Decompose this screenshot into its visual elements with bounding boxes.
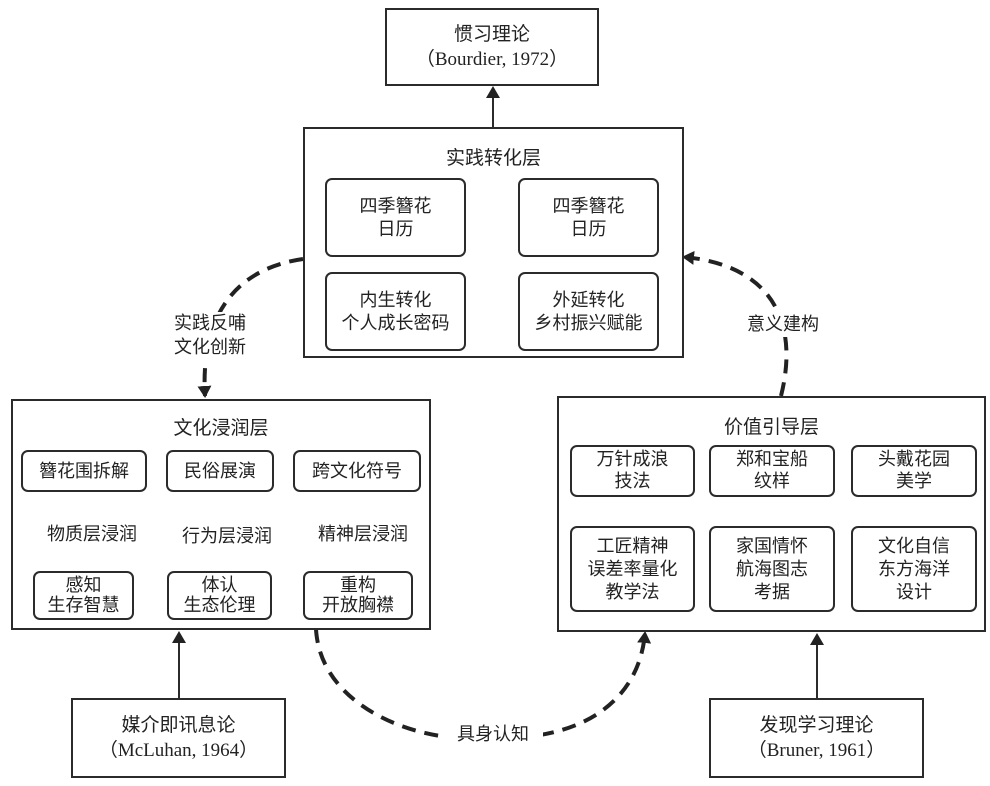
- level-material: 物质层浸润: [47, 524, 137, 545]
- culture-outcome-1: 感知 生存智慧: [33, 571, 134, 620]
- theory-name: 惯习理论: [453, 23, 530, 45]
- value-item-5: 家国情怀 航海图志 考据: [709, 526, 835, 612]
- media-theory-box: 媒介即讯息论 （McLuhan, 1964）: [71, 698, 286, 778]
- box-line: 内生转化: [359, 289, 432, 311]
- box-line: 考据: [754, 581, 790, 603]
- theory-citation: （Bruner, 1961）: [747, 740, 886, 761]
- label-line: 实践反哺: [174, 313, 246, 334]
- box-line: 四季簪花: [552, 195, 625, 217]
- box-line: 四季簪花: [359, 195, 432, 217]
- level-behavior: 行为层浸润: [182, 526, 272, 547]
- box-line: 感知: [65, 574, 102, 596]
- culture-outcome-3: 重构 开放胸襟: [303, 571, 413, 620]
- value-item-2: 郑和宝船 纹样: [709, 445, 835, 497]
- box-line: 技法: [614, 471, 651, 492]
- dashed-arrow-value-to-practice: [682, 250, 789, 397]
- box-line: 跨文化符号: [312, 460, 402, 482]
- theory-citation: （Bourdier, 1972）: [415, 49, 569, 70]
- box-line: 生存智慧: [47, 594, 120, 616]
- layer-title: 价值引导层: [723, 416, 819, 438]
- calendar-box-right: 四季簪花 日历: [518, 178, 659, 257]
- flow-label-embodied-cognition: 具身认知: [443, 723, 543, 747]
- internal-transformation-box: 内生转化 个人成长密码: [325, 272, 466, 351]
- label-line: 文化创新: [174, 337, 246, 358]
- box-line: 美学: [896, 471, 932, 492]
- box-line: 体认: [201, 574, 238, 596]
- box-line: 重构: [340, 574, 376, 596]
- value-item-1: 万针成浪 技法: [570, 445, 695, 497]
- box-line: 误差率量化: [587, 558, 678, 580]
- culture-item-1: 簪花围拆解: [21, 450, 147, 492]
- layer-title: 实践转化层: [445, 147, 541, 169]
- box-line: 万针成浪: [596, 449, 669, 470]
- theory-name: 发现学习理论: [759, 714, 874, 736]
- value-item-4: 工匠精神 误差率量化 教学法: [570, 526, 695, 612]
- layer-title: 文化浸润层: [173, 417, 269, 439]
- box-line: 航海图志: [736, 558, 808, 580]
- box-line: 簪花围拆解: [39, 460, 129, 482]
- box-line: 文化自信: [878, 535, 950, 557]
- flow-label-practice-feedback: 实践反哺 文化创新: [160, 312, 260, 360]
- box-line: 民俗展演: [184, 460, 256, 482]
- culture-item-2: 民俗展演: [166, 450, 274, 492]
- external-transformation-box: 外延转化 乡村振兴赋能: [518, 272, 659, 351]
- box-line: 日历: [570, 218, 607, 240]
- flow-label-meaning-construction: 意义建构: [738, 313, 828, 337]
- box-line: 外延转化: [552, 289, 625, 311]
- box-line: 教学法: [605, 581, 660, 603]
- level-spirit: 精神层浸润: [318, 524, 408, 545]
- box-line: 生态伦理: [183, 594, 256, 616]
- box-line: 日历: [377, 218, 414, 240]
- calendar-box-left: 四季簪花 日历: [325, 178, 466, 257]
- discovery-learning-theory-box: 发现学习理论 （Bruner, 1961）: [709, 698, 924, 778]
- box-line: 纹样: [754, 471, 790, 492]
- value-item-3: 头戴花园 美学: [851, 445, 977, 497]
- habitus-theory-box: 惯习理论 （Bourdier, 1972）: [385, 8, 599, 86]
- box-line: 头戴花园: [878, 449, 950, 470]
- theory-citation: （McLuhan, 1964）: [98, 740, 259, 761]
- box-line: 家国情怀: [736, 535, 808, 557]
- box-line: 开放胸襟: [322, 594, 394, 616]
- box-line: 东方海洋: [878, 558, 950, 580]
- box-line: 设计: [896, 581, 932, 603]
- theory-name: 媒介即讯息论: [121, 714, 236, 736]
- culture-item-3: 跨文化符号: [293, 450, 421, 492]
- value-item-6: 文化自信 东方海洋 设计: [851, 526, 977, 612]
- dashed-arrow-culture-to-value: [314, 629, 645, 740]
- box-line: 个人成长密码: [341, 312, 450, 334]
- culture-outcome-2: 体认 生态伦理: [167, 571, 272, 620]
- box-line: 郑和宝船: [736, 449, 808, 470]
- box-line: 工匠精神: [596, 535, 669, 557]
- box-line: 乡村振兴赋能: [534, 312, 643, 334]
